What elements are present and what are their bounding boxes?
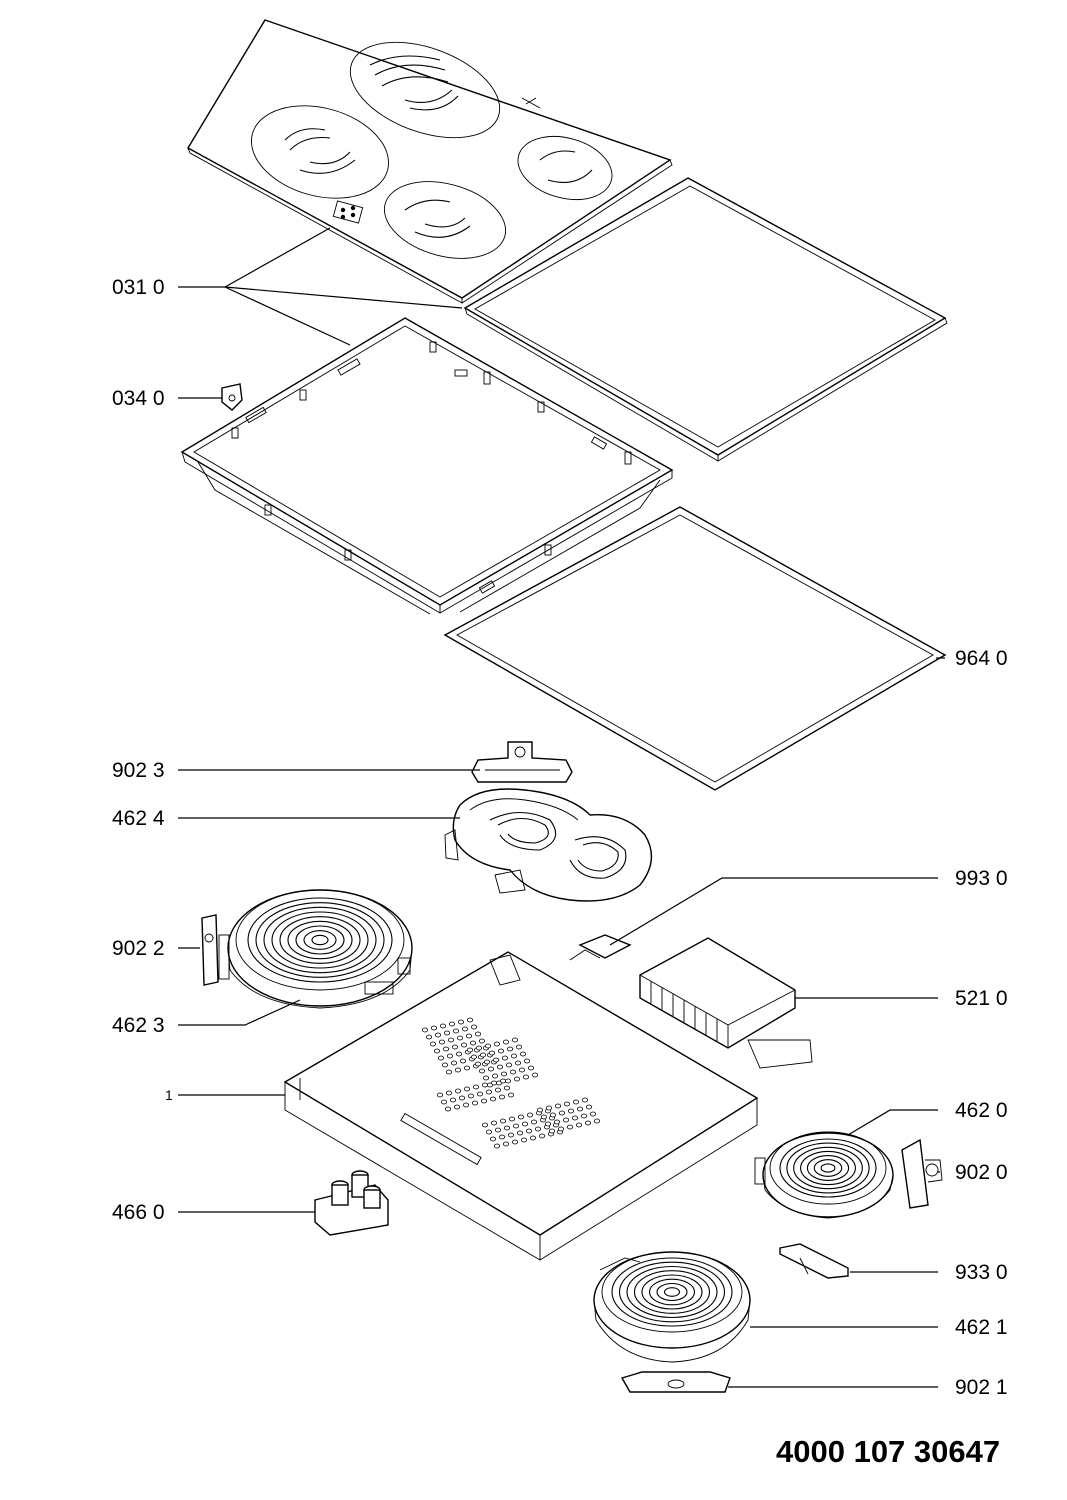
clip-034 xyxy=(221,383,243,411)
cooktop-frame xyxy=(180,317,674,615)
callout-933-0: 933 0 xyxy=(955,1261,1008,1284)
callout-031-0: 031 0 xyxy=(112,276,165,299)
leader-lines xyxy=(178,227,945,1388)
document-number: 4000 107 30647 xyxy=(776,1434,1000,1469)
callout-1: 1 xyxy=(165,1087,173,1103)
bracket-902-3 xyxy=(471,741,573,783)
heater-462-3 xyxy=(227,889,413,1009)
terminal-block-466-0 xyxy=(314,1170,389,1236)
bracket-902-2 xyxy=(201,914,230,986)
callout-521-0: 521 0 xyxy=(955,987,1008,1010)
callout-902-0: 902 0 xyxy=(955,1161,1008,1184)
heater-462-1 xyxy=(593,1251,751,1363)
callout-462-3: 462 3 xyxy=(112,1014,165,1037)
callout-462-1: 462 1 xyxy=(955,1316,1008,1339)
control-module-521-0 xyxy=(639,937,813,1069)
heater-dual-zone-462-4 xyxy=(444,788,653,902)
callout-902-1: 902 1 xyxy=(955,1376,1008,1399)
callout-466-0: 466 0 xyxy=(112,1201,165,1224)
callout-462-0: 462 0 xyxy=(955,1099,1008,1122)
callout-034-0: 034 0 xyxy=(112,387,165,410)
bracket-902-0 xyxy=(901,1138,943,1209)
frame-seal-upper xyxy=(463,177,948,462)
heater-462-0 xyxy=(754,1131,894,1219)
glass-cooktop xyxy=(187,19,673,304)
callout-993-0: 993 0 xyxy=(955,867,1008,890)
callout-902-2: 902 2 xyxy=(112,937,165,960)
frame-seal-lower xyxy=(443,506,947,791)
callout-462-4: 462 4 xyxy=(112,807,165,830)
callout-labels: 031 0 034 0 964 0 902 3 462 4 993 0 902 … xyxy=(112,276,1008,1399)
callout-902-3: 902 3 xyxy=(112,759,165,782)
base-tray xyxy=(283,951,759,1261)
bracket-902-1 xyxy=(620,1371,731,1393)
callout-964-0: 964 0 xyxy=(955,647,1008,670)
bracket-933-0 xyxy=(779,1243,849,1279)
